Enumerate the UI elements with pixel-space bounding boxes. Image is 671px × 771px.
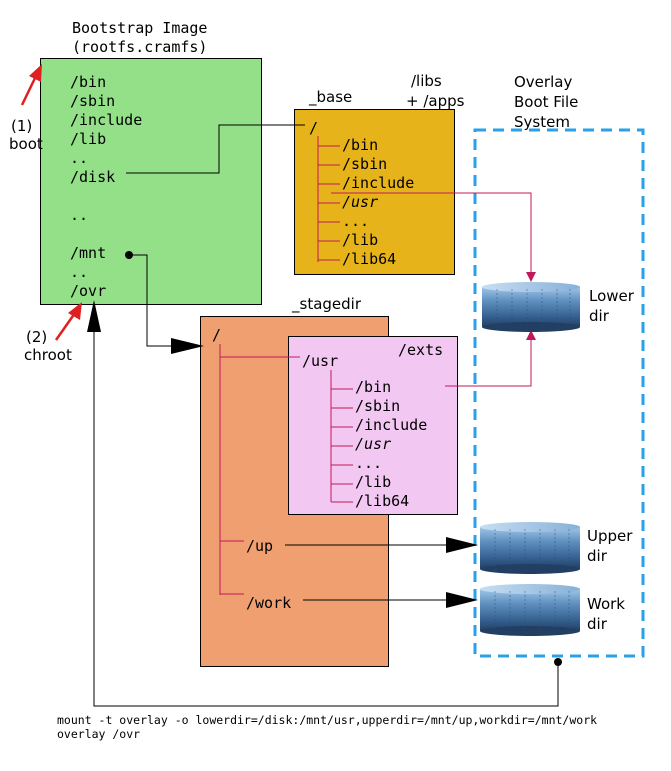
base-entry-lib: /lib [342,231,379,249]
boot-step-label: boot [9,135,43,153]
bootstrap-entry-mnt: /mnt [70,244,107,262]
overlay-to-ovr-line [93,330,559,707]
work-dir-label-line1: Work [587,595,625,613]
base-entry-lib64: /lib64 [342,250,397,268]
boot-step-number: (1) [11,117,33,135]
bootstrap-entry-dots-2: .. [70,206,89,224]
stagedir-work: /work [246,594,292,612]
base-entry-include: /include [342,174,415,192]
base-to-lower-line [331,192,532,274]
bootstrap-title-line1: Bootstrap Image [72,19,208,37]
bootstrap-image-box [40,58,262,305]
base-side-label-line1: /libs [411,72,442,90]
overlay-title-line3: System [514,113,570,131]
bootstrap-entry-bin: /bin [70,73,107,91]
base-title: _base [309,88,353,106]
overlay-fs-border [473,128,645,658]
exts-to-lower-arrowhead [526,330,536,340]
exts-entry-include: /include [355,416,428,434]
boot-arrow-head [29,64,42,82]
mount-command-line2: overlay /ovr [57,727,141,741]
upper-dir-label-line1: Upper [587,527,633,545]
exts-to-lower-line [445,338,532,387]
chroot-step-label: chroot [24,346,72,364]
base-entry-sbin: /sbin [342,155,388,173]
overlay-title-line1: Overlay [514,73,573,91]
work-dir-cylinder [480,584,580,636]
chroot-arrow-head [68,302,82,320]
bootstrap-entry-include: /include [70,111,143,129]
base-tree-lines [317,136,340,262]
lower-dir-label-line1: Lower [589,287,634,305]
disk-to-base-line [126,124,305,174]
bootstrap-entry-ovr: /ovr [70,282,107,300]
work-to-workdir-arrowhead [446,592,478,608]
mount-command-line1: mount -t overlay -o lowerdir=/disk:/mnt/… [57,713,598,727]
mnt-to-stagedir-line [133,254,174,347]
upper-dir-label-line2: dir [587,547,607,565]
bootstrap-entry-sbin: /sbin [70,92,116,110]
base-side-label-line2: + /apps [406,92,465,110]
stagedir-up: /up [246,537,274,555]
bootstrap-entry-dots-3: .. [70,263,89,281]
exts-usr: /usr [302,352,339,370]
bootstrap-title-line2: (rootfs.cramfs) [72,38,208,56]
exts-entry-ellipsis: ... [355,454,383,472]
exts-entry-sbin: /sbin [355,397,401,415]
base-box [294,109,455,275]
lower-dir-label-line2: dir [589,307,609,325]
chroot-step-number: (2) [26,328,48,346]
overlay-to-ovr-arrowhead [87,300,101,332]
exts-tree-lines [330,370,353,503]
lower-dir-cylinder [482,282,580,332]
base-root: / [309,119,319,137]
mnt-to-stagedir-arrowhead [171,338,204,354]
exts-entry-bin: /bin [355,378,392,396]
base-to-lower-arrowhead [526,272,536,282]
exts-entry-lib64: /lib64 [355,492,410,510]
exts-entry-usr: /usr [355,435,392,453]
base-entry-ellipsis: ... [342,212,370,230]
exts-title: /exts [398,341,444,359]
bootstrap-entry-lib: /lib [70,130,107,148]
up-to-upper-arrowhead [446,537,478,553]
stagedir-tree-lines [219,344,300,595]
work-dir-label-line2: dir [587,615,607,633]
boot-arrow-line [20,75,38,106]
chroot-arrow-line [54,312,77,341]
bootstrap-entry-dots-1: .. [70,149,89,167]
exts-entry-lib: /lib [355,473,392,491]
base-entry-bin: /bin [342,136,379,154]
base-entry-usr: /usr [342,193,379,211]
mnt-mount-dot [125,251,133,259]
bootstrap-entry-disk: /disk [70,168,116,186]
stagedir-root: / [212,326,222,344]
overlay-title-line2: Boot File [514,93,579,111]
upper-dir-cylinder [480,522,580,574]
stagedir-title: _stagedir [292,295,361,313]
exts-box [288,336,458,515]
